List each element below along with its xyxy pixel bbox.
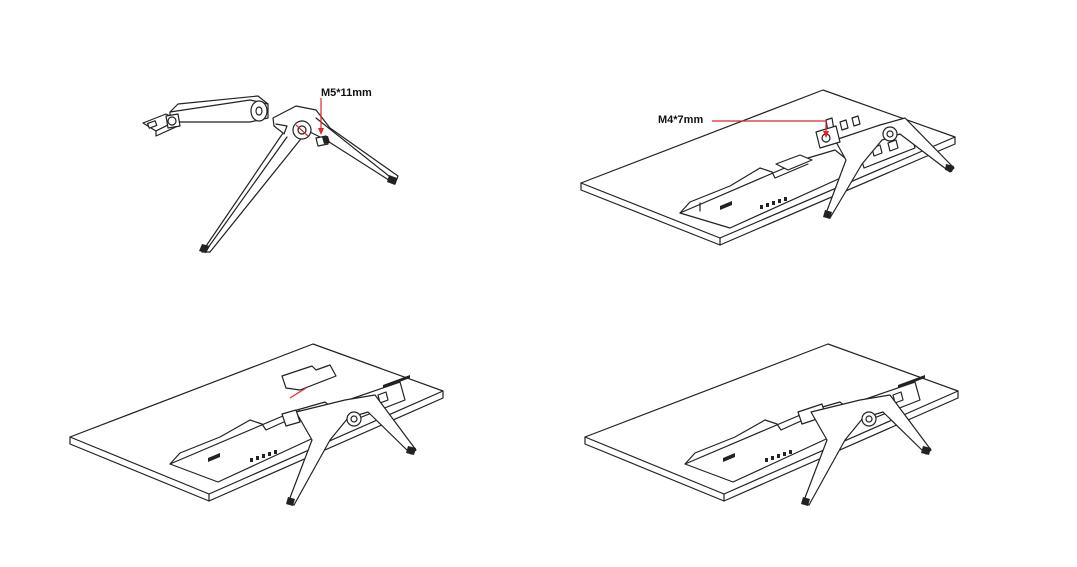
step-3-attach-cover <box>70 344 443 506</box>
step-1-stand-assembly <box>143 96 398 253</box>
step-2-attach-stand <box>581 90 955 245</box>
screw-label-m5: M5*11mm <box>321 87 372 99</box>
stand-legs <box>199 106 398 253</box>
mounting-bracket <box>143 96 268 136</box>
screw-m5 <box>316 136 330 146</box>
step-4-completed <box>585 344 958 506</box>
screw-label-m4: M4*7mm <box>658 114 703 126</box>
